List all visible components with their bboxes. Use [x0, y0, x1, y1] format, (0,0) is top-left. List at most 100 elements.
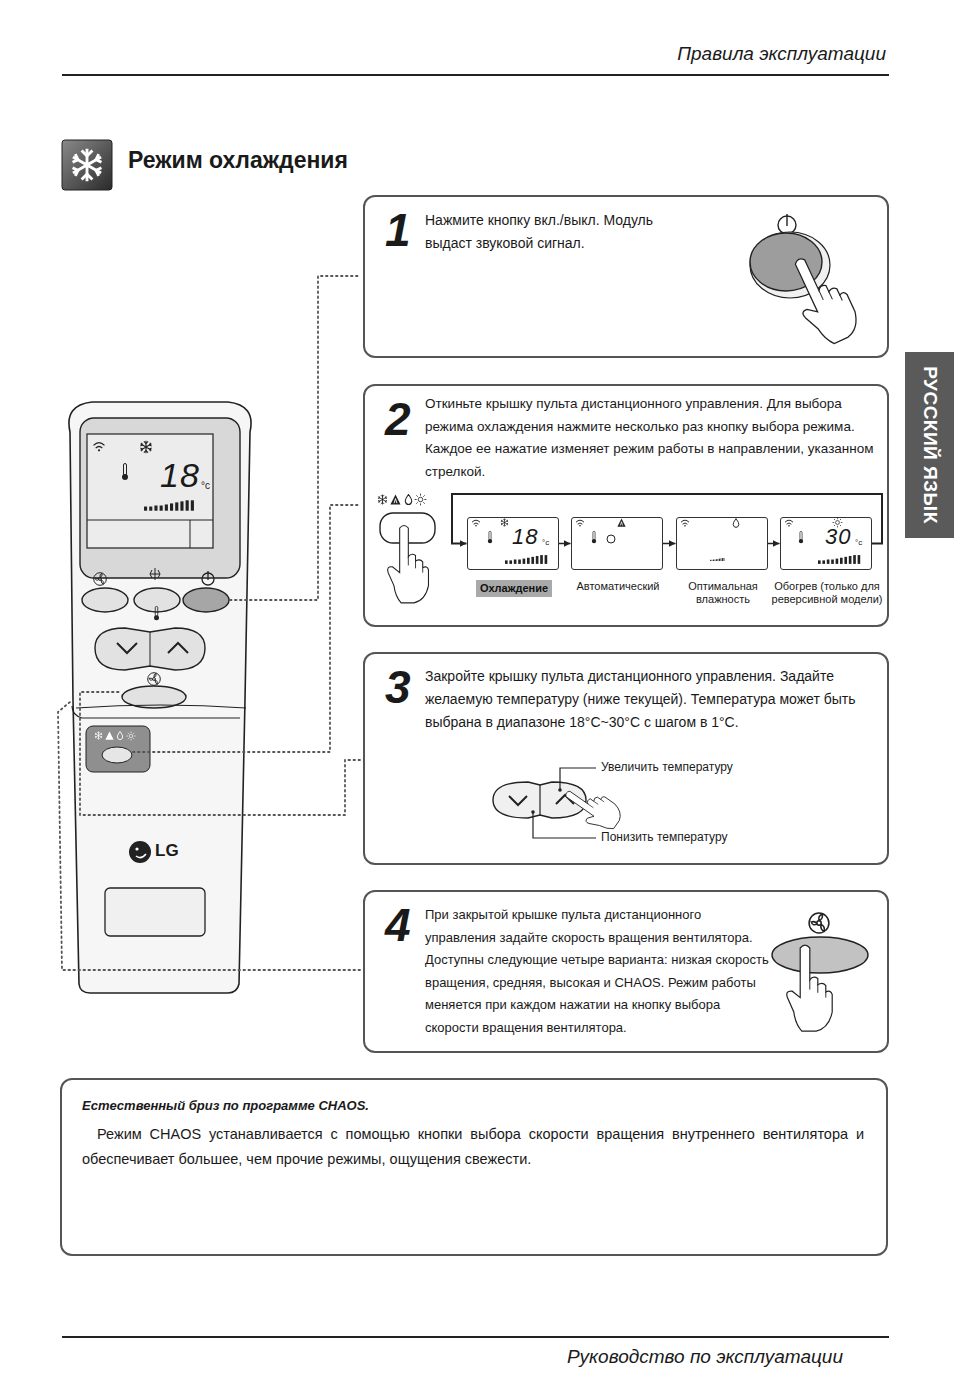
remote-control-part — [105, 888, 205, 936]
temperature-buttons-illustration-part — [559, 778, 625, 837]
step-text: При закрытой крышке пульта дистанционног… — [425, 904, 770, 1039]
running-footer: Руководство по эксплуатации — [567, 1346, 843, 1368]
header-rule — [62, 74, 889, 76]
lcd-temperature: 18 — [512, 526, 538, 548]
remote-control-part — [134, 588, 180, 612]
remote-control-part — [150, 568, 160, 580]
display-icons-part — [733, 519, 739, 528]
display-icons-part — [488, 531, 492, 543]
language-tab-text: РУССКИЙ ЯЗЫК — [919, 366, 941, 524]
fan-button-illustration-part — [787, 945, 832, 1031]
mode-button-illustration-part — [378, 495, 387, 505]
remote-control-part — [168, 643, 188, 653]
footer-rule — [62, 1336, 889, 1338]
remote-control-part — [72, 706, 240, 718]
step-text: Нажмите кнопку вкл./выкл. Модуль выдаст … — [425, 209, 695, 255]
remote-control-part — [154, 606, 159, 620]
flow-arrow — [559, 543, 571, 545]
note-box: Естественный бриз по программе CHAOS. Реж… — [60, 1078, 888, 1256]
step-text: Закройте крышку пульта дистанционного уп… — [425, 665, 870, 734]
mode-caption: Обогрев (только для реверсивной модели) — [769, 580, 885, 606]
step-number: 3 — [385, 664, 411, 710]
remote-control-part — [76, 705, 246, 708]
mode-caption: Автоматический — [562, 580, 674, 593]
display-icons-part — [576, 520, 584, 526]
remote-control-part — [94, 573, 107, 586]
step-number: 1 — [385, 207, 411, 253]
step-text: Откиньте крышку пульта дистанционного уп… — [425, 393, 880, 483]
mode-button-illustration-part — [415, 494, 427, 506]
title-icon-part — [62, 140, 112, 190]
temperature-buttons-illustration-part — [531, 810, 535, 814]
lcd-display: 18°cОхлаждение — [467, 517, 559, 570]
mode-caption: Оптимальная влажность — [667, 580, 779, 606]
callout-label: Увеличить температуру — [601, 760, 733, 774]
step-box: 2 Откиньте крышку пульта дистанционного у… — [363, 384, 889, 627]
remote-control-part — [122, 464, 128, 481]
callout-label: Понизить температуру — [601, 830, 728, 844]
remote-control-part — [129, 841, 151, 863]
remote-control-part — [87, 434, 213, 548]
page-title: Режим охлаждения — [128, 147, 348, 174]
temperature-buttons-illustration — [493, 768, 626, 838]
running-header: Правила эксплуатации — [677, 43, 886, 65]
display-icons-part — [501, 518, 508, 526]
leader-lines-part — [133, 505, 360, 752]
display-icons-part — [785, 520, 793, 526]
title-icon-part — [73, 149, 102, 181]
mode-button-illustration-part — [388, 525, 429, 602]
leader-lines-part — [230, 276, 360, 600]
step-number: 2 — [385, 396, 411, 442]
remote-control-part — [102, 747, 132, 763]
display-icons-part — [472, 520, 480, 526]
power-button-illustration-part — [786, 214, 787, 226]
remote-control-part — [82, 588, 128, 612]
temperature-buttons-illustration-part — [509, 796, 527, 805]
footer-rule-part — [62, 1336, 889, 1338]
lcd-display: Оптимальная влажность — [676, 517, 768, 570]
remote-control-part — [95, 731, 102, 739]
remote-control-part — [144, 500, 194, 510]
step-number: 4 — [385, 902, 411, 948]
remote-control-part — [183, 588, 229, 612]
flow-arrow — [768, 543, 780, 545]
lcd-unit: °c — [542, 539, 549, 547]
note-text: Режим CHAOS устанавливается с помощью кн… — [82, 1122, 864, 1172]
mode-button-illustration-part — [390, 494, 400, 504]
remote-control-part — [136, 854, 146, 858]
display-icons-part — [799, 531, 803, 543]
display-icons-part — [607, 535, 615, 543]
leader-lines — [58, 276, 360, 970]
language-tab: РУССКИЙ ЯЗЫК — [905, 352, 954, 538]
flow-arrow — [663, 543, 676, 545]
temperature-buttons-illustration-part — [533, 812, 596, 838]
lcd-display: Автоматический — [571, 517, 663, 570]
display-icons — [472, 518, 860, 564]
mode-button-illustration — [378, 494, 435, 603]
display-icons-part — [681, 520, 689, 526]
title-icon — [62, 140, 112, 190]
fan-button-illustration-part — [809, 913, 829, 933]
display-icons-part — [617, 518, 625, 526]
remote-control-part — [140, 441, 151, 454]
step-box: 3 Закройте крышку пульта дистанционного у… — [363, 652, 889, 865]
leader-lines-part — [80, 692, 360, 815]
remote-control-part — [87, 520, 213, 521]
remote-control-part — [95, 628, 205, 670]
step-box: 4 При закрытой крышке пульта дистанционно… — [363, 890, 889, 1053]
lcd-display: 30°cОбогрев (только для реверсивной моде… — [780, 517, 872, 570]
remote-control-part — [148, 673, 161, 686]
remote-control-part — [207, 571, 208, 580]
remote-control-part — [127, 732, 136, 741]
lcd-unit: °c — [855, 539, 862, 547]
remote-control-part — [80, 418, 240, 578]
remote-lcd-temperature: 18 — [160, 458, 200, 492]
remote-control-part — [150, 632, 151, 666]
temperature-buttons-illustration-part — [539, 785, 540, 815]
remote-control-part — [69, 402, 251, 993]
header-rule-part — [62, 74, 889, 76]
remote-lcd-unit: °c — [201, 481, 210, 491]
remote-control — [69, 402, 251, 993]
note-heading: Естественный бриз по программе CHAOS. — [82, 1098, 369, 1113]
remote-control-part — [105, 731, 113, 739]
